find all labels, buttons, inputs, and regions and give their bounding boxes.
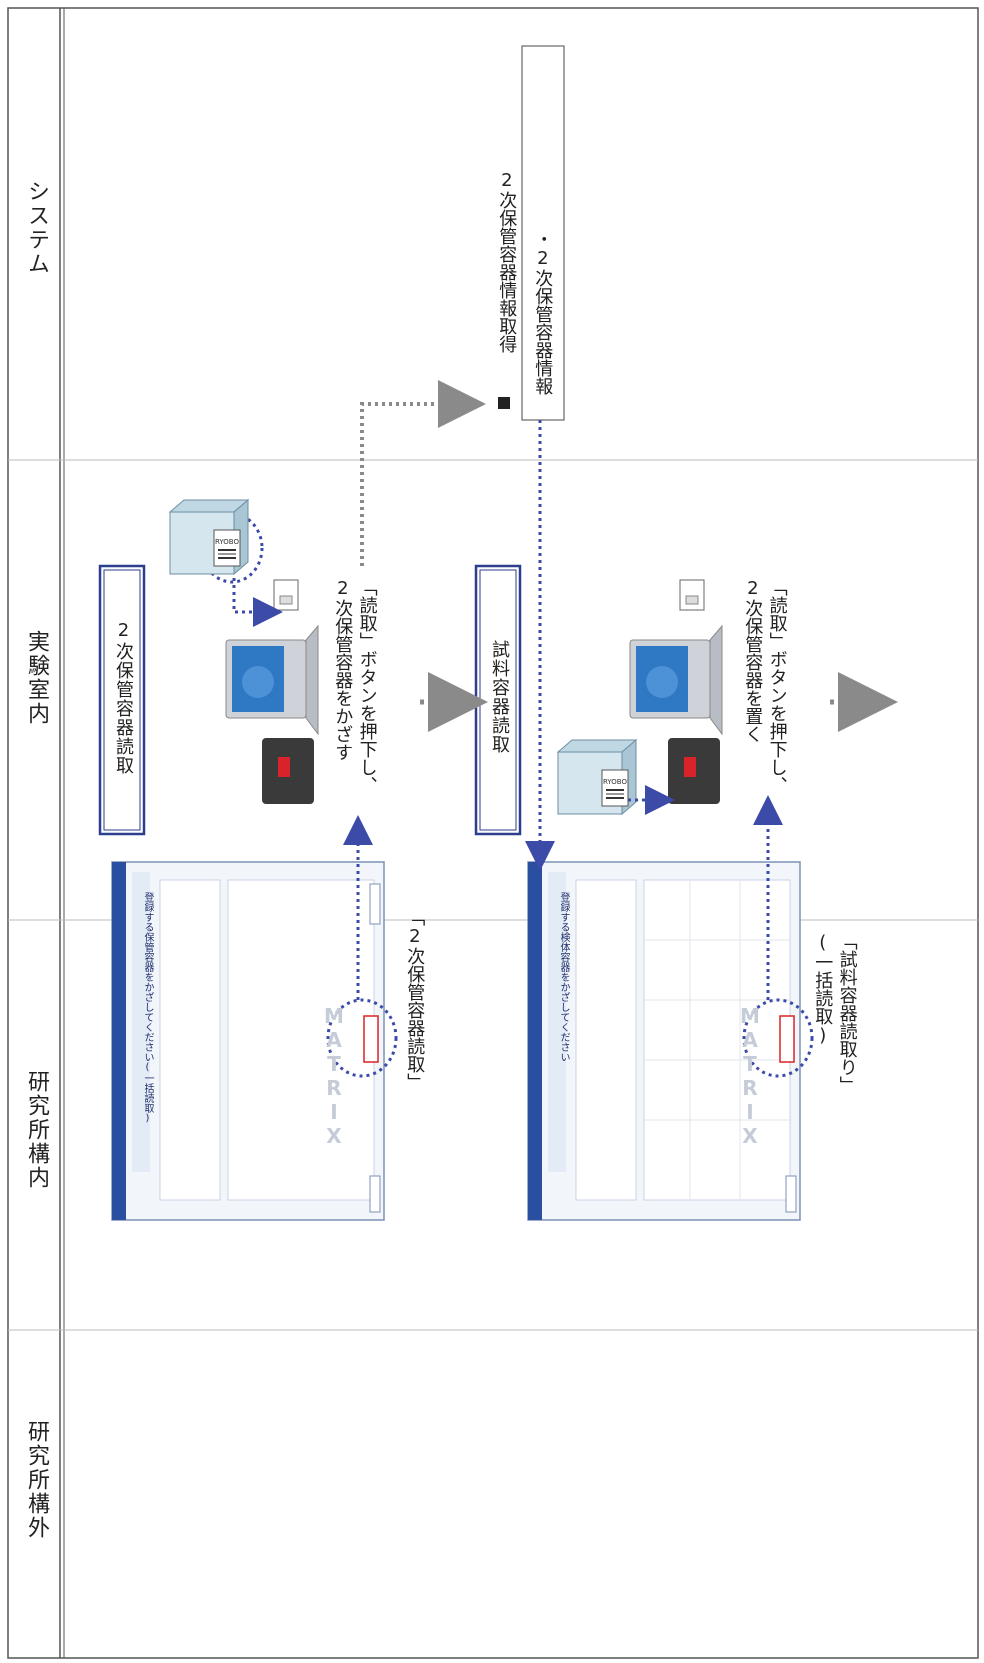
handheld-reader-icon-2: [679, 579, 705, 611]
secondary-read-title: 2次保管容器読取: [113, 620, 134, 775]
system-box-item: ・2次保管容器情報: [532, 230, 554, 395]
lane-title-institute-inside: 研究所構内: [24, 1070, 49, 1190]
tube-rack-icon-1: RYOBO: [168, 498, 250, 576]
arrow-lab-to-system: [360, 380, 486, 566]
screen1-title: 登録する保管容器をかざしてください(一括読取): [142, 892, 153, 1124]
laptop-icon-1: [225, 624, 319, 736]
screen1-caption: 「2次保管容器読取」: [404, 908, 426, 1091]
screen1-watermark: MATRIX: [322, 1004, 346, 1148]
highlight-ellipse-1: [326, 998, 398, 1078]
tube-label: RYOBO: [603, 778, 627, 786]
square-bullet-icon: [498, 397, 510, 409]
screen2-watermark: MATRIX: [738, 1004, 762, 1148]
handheld-reader-icon-1: [273, 579, 299, 611]
lane-title-institute-outside: 研究所構外: [24, 1420, 49, 1540]
diagram-border: [7, 7, 979, 1659]
screen-mockup-2: [527, 861, 801, 1221]
lane-title-lab: 実験室内: [24, 630, 49, 726]
reader-device-icon-1: [262, 738, 314, 804]
highlight-ellipse-2: [742, 998, 814, 1078]
sample-read-caption: 「読取」ボタンを押下し、 2次保管容器を置く: [742, 578, 788, 794]
sample-read-title: 試料容器読取: [489, 640, 510, 754]
lane-title-system: システム: [24, 180, 49, 276]
secondary-read-caption: 「読取」ボタンを押下し、 2次保管容器をかざす: [332, 578, 378, 794]
laptop-icon-2: [629, 624, 723, 736]
screen-mockup-1: [111, 861, 385, 1221]
reader-device-icon-2: [668, 738, 720, 804]
screen2-title: 登録する検体容器をかざしてください: [558, 892, 569, 1062]
secondary-read-box-inner: [103, 569, 141, 831]
arrow-tube-to-handheld-1: [232, 578, 283, 627]
screen2-caption: 「試料容器読取り」 (一括読取): [812, 932, 858, 1094]
tube-label: RYOBO: [215, 538, 239, 546]
tube-rack-icon-2: RYOBO: [556, 738, 638, 816]
secondary-read-box: [98, 564, 146, 836]
system-info-box: [521, 45, 565, 421]
system-box-heading: 2次保管容器情報取得: [496, 170, 518, 353]
